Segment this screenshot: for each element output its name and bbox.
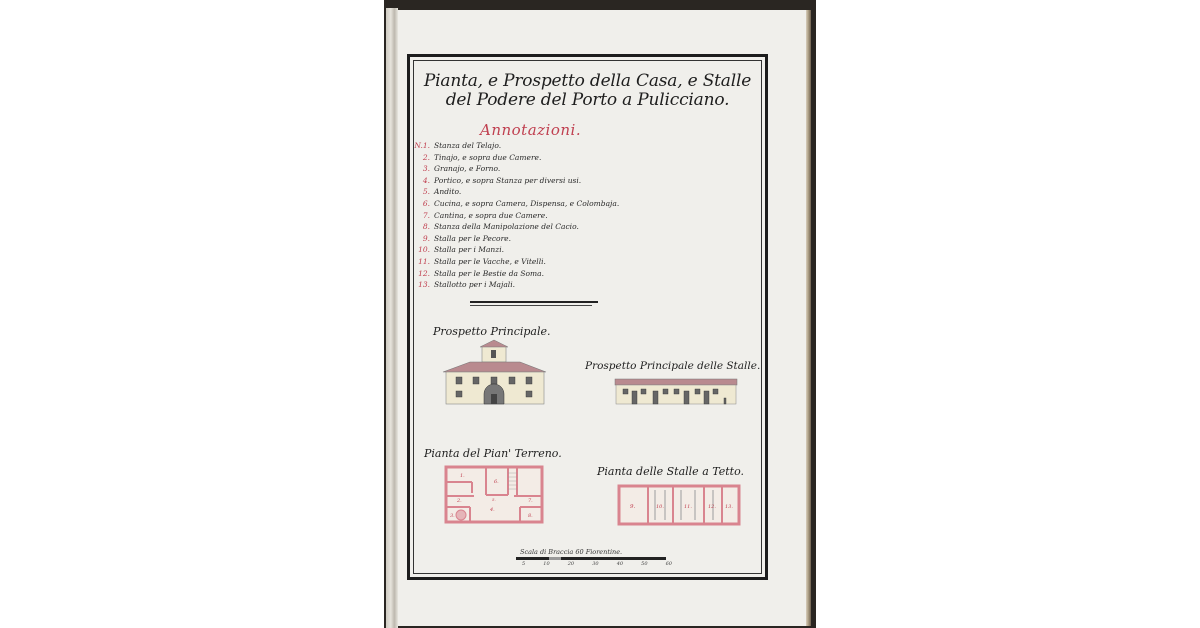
annotation-number: N.1. xyxy=(414,141,430,150)
annotation-item: 5. Andito. xyxy=(414,186,674,198)
annotation-number: 7. xyxy=(422,210,430,220)
house-elevation-caption: Prospetto Principale. xyxy=(433,325,551,338)
annotation-item: 4. Portico, e sopra Stanza per diversi us… xyxy=(414,175,674,187)
room-label: 7. xyxy=(528,498,533,504)
annotation-text: Granajo, e Forno. xyxy=(434,164,501,174)
room-label: 12. xyxy=(708,504,716,510)
annotation-item: 11. Stalla per le Vacche, e Vitelli. xyxy=(414,256,674,268)
room-label: 4. xyxy=(489,507,495,513)
annotation-text: Stalla per le Pecore. xyxy=(434,233,511,243)
annotation-text: Stalla per i Manzi. xyxy=(434,245,504,255)
room-label: 1. xyxy=(460,473,465,479)
scale-tick: 60 xyxy=(665,561,672,567)
page-edge xyxy=(806,10,811,626)
title-line-2: del Podere del Porto a Pulicciano. xyxy=(445,90,730,110)
annotation-text: Stanza della Manipolazione del Cacio. xyxy=(434,222,579,232)
room-label: 13. xyxy=(725,504,733,510)
annotations-heading: Annotazioni. xyxy=(480,121,582,139)
room-label: 10. xyxy=(656,504,664,510)
scale-tick: 5 xyxy=(522,561,526,567)
scale-tick: 30 xyxy=(592,561,599,567)
annotation-text: Andito. xyxy=(434,187,462,197)
outer-border xyxy=(407,54,768,580)
page-title: Pianta, e Prospetto della Casa, e Stalle… xyxy=(415,72,760,110)
annotation-text: Cucina, e sopra Camera, Dispensa, e Colo… xyxy=(434,198,620,208)
annotation-number: 4. xyxy=(422,175,430,185)
inner-border xyxy=(413,60,762,574)
book-gutter xyxy=(386,8,398,628)
scale-ticks: 5 10 20 30 40 50 60 xyxy=(522,561,672,567)
stables-plan-caption: Pianta delle Stalle a Tetto. xyxy=(597,465,745,478)
room-label: 3. xyxy=(450,513,455,519)
room-label: 8. xyxy=(528,513,533,519)
room-label: 6. xyxy=(494,479,499,485)
annotation-number: 9. xyxy=(422,233,430,243)
annotation-item: 7. Cantina, e sopra due Camere. xyxy=(414,210,674,222)
annotation-item: 8. Stanza della Manipolazione del Cacio. xyxy=(414,221,674,233)
divider-rule-thin xyxy=(470,305,592,306)
title-line-1: Pianta, e Prospetto della Casa, e Stalle xyxy=(423,71,752,91)
ground-floor-plan-drawing: 1. 2. 3. 4. 5. 6. 7. 8. xyxy=(444,465,544,524)
scale-tick: 20 xyxy=(567,561,575,567)
room-label: 9. xyxy=(630,504,635,510)
stables-elevation-drawing xyxy=(614,378,738,405)
scale-bar xyxy=(516,557,666,560)
annotation-text: Cantina, e sopra due Camere. xyxy=(434,210,548,220)
annotation-number: 6. xyxy=(422,198,430,208)
annotation-item: N.1. Stanza del Telajo. xyxy=(414,140,674,152)
annotation-text: Tinajo, e sopra due Camere. xyxy=(434,152,542,162)
annotation-text: Stanza del Telajo. xyxy=(434,141,502,150)
annotation-number: 12. xyxy=(418,268,430,278)
annotation-text: Portico, e sopra Stanza per diversi usi. xyxy=(434,175,582,185)
annotation-item: 6. Cucina, e sopra Camera, Dispensa, e Co… xyxy=(414,198,674,210)
room-label: 5. xyxy=(492,497,496,502)
annotation-number: 8. xyxy=(422,222,430,232)
ground-floor-plan-caption: Pianta del Pian' Terreno. xyxy=(424,447,562,460)
annotation-item: 9. Stalla per le Pecore. xyxy=(414,233,674,245)
scale-tick: 10 xyxy=(543,561,550,567)
annotation-number: 2. xyxy=(422,152,430,162)
annotation-item: 12. Stalla per le Bestie da Soma. xyxy=(414,268,674,280)
annotation-text: Stalla per le Bestie da Soma. xyxy=(434,268,545,278)
annotations-list: N.1. Stanza del Telajo. 2. Tinajo, e sopra… xyxy=(414,140,674,291)
annotation-text: Stalla per le Vacche, e Vitelli. xyxy=(434,256,546,266)
annotation-number: 11. xyxy=(418,256,430,266)
annotation-item: 3. Granajo, e Forno. xyxy=(414,163,674,175)
house-elevation-drawing xyxy=(442,339,547,405)
stables-elevation-caption: Prospetto Principale delle Stalle. xyxy=(585,360,761,372)
divider-rule xyxy=(470,301,598,303)
scale-tick: 40 xyxy=(616,561,624,567)
annotation-number: 13. xyxy=(418,280,430,290)
annotation-item: 13. Stallotto per i Majali. xyxy=(414,279,674,291)
scale-tick: 50 xyxy=(641,561,648,567)
annotation-text: Stallotto per i Majali. xyxy=(434,280,515,290)
annotation-number: 3. xyxy=(422,164,430,174)
stables-plan-drawing: 9. 10. 11. 12. 13. xyxy=(617,484,741,526)
scale-caption: Scala di Braccia 60 Fiorentine. xyxy=(520,548,623,556)
annotation-number: 10. xyxy=(418,245,430,255)
room-label: 2. xyxy=(456,498,462,504)
annotation-item: 10. Stalla per i Manzi. xyxy=(414,244,674,256)
annotation-number: 5. xyxy=(422,187,430,197)
room-label: 11. xyxy=(684,504,692,510)
annotation-item: 2. Tinajo, e sopra due Camere. xyxy=(414,152,674,164)
